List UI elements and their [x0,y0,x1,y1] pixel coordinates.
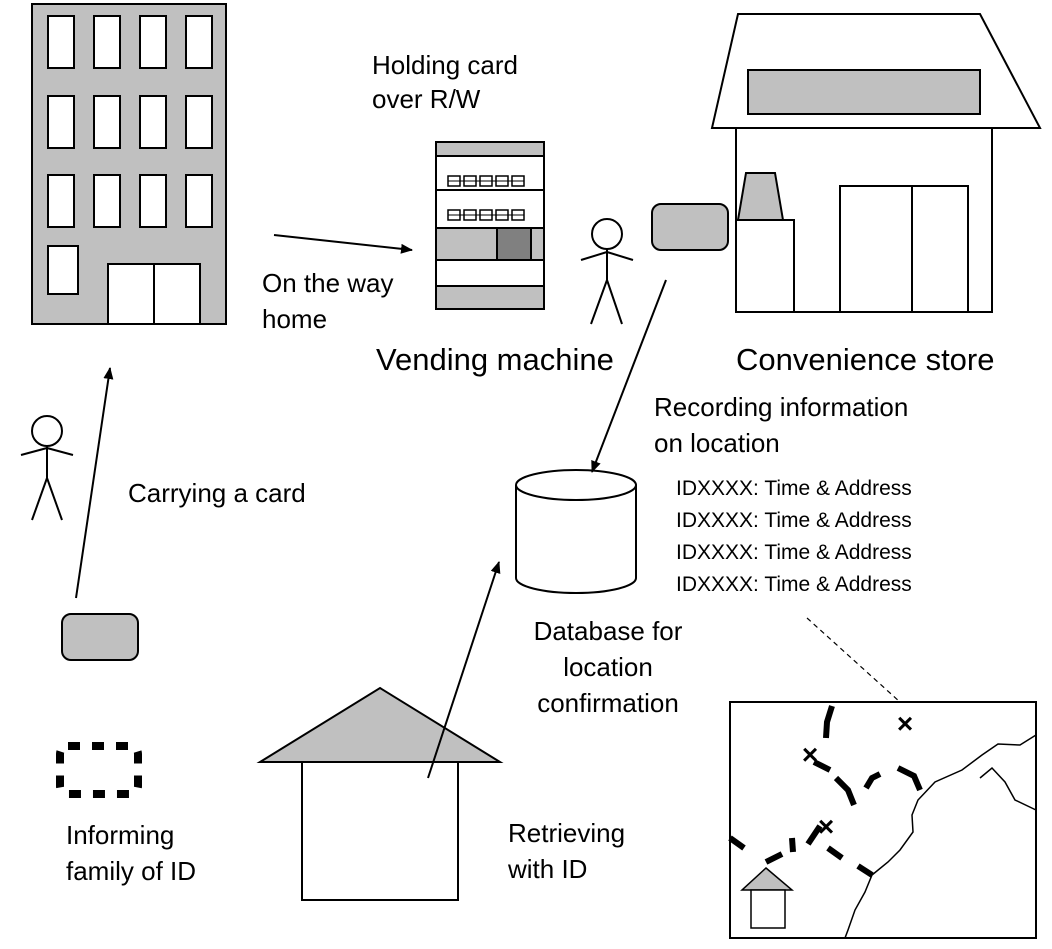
database-icon [515,469,637,594]
vending-machine-icon [435,141,545,310]
map-icon: × × × [728,701,1037,939]
arrow-to-building [75,367,114,599]
retrieving-label: with ID [507,854,587,884]
convenience-store-icon [710,13,1042,313]
card-icon [61,613,139,661]
record-line: IDXXXX: Time & Address [676,509,912,532]
map-marker: × [897,708,913,739]
database-label: confirmation [537,688,679,718]
informing-family-label: family of ID [66,856,196,886]
record-line: IDXXXX: Time & Address [676,541,912,564]
dashed-connector [806,617,901,703]
holding-card-label: over R/W [372,84,481,114]
home-icon [256,686,504,901]
record-line: IDXXXX: Time & Address [676,477,912,500]
on-the-way-label: home [262,304,327,334]
database-label: Database for [534,616,683,646]
arrow-card-to-database [591,279,667,473]
person-icon [20,415,74,521]
vending-machine-label: Vending machine [376,342,614,377]
recording-label: Recording information [654,392,908,422]
person-icon [580,218,634,325]
arrow-home-to-database [427,561,501,779]
on-the-way-label: On the way [262,268,394,298]
retrieving-label: Retrieving [508,818,625,848]
arrow-to-vending [273,234,413,254]
recording-label: on location [654,428,780,458]
map-marker: × [818,811,834,842]
database-label: location [563,652,653,682]
informing-family-label: Informing [66,820,174,850]
id-card-dashed-icon [56,742,142,798]
map-marker: × [802,739,818,770]
convenience-store-label: Convenience store [736,342,995,377]
office-building-icon [31,3,227,325]
carrying-card-label: Carrying a card [128,478,306,508]
holding-card-label: Holding card [372,50,518,80]
record-line: IDXXXX: Time & Address [676,573,912,596]
card-icon [651,203,729,251]
